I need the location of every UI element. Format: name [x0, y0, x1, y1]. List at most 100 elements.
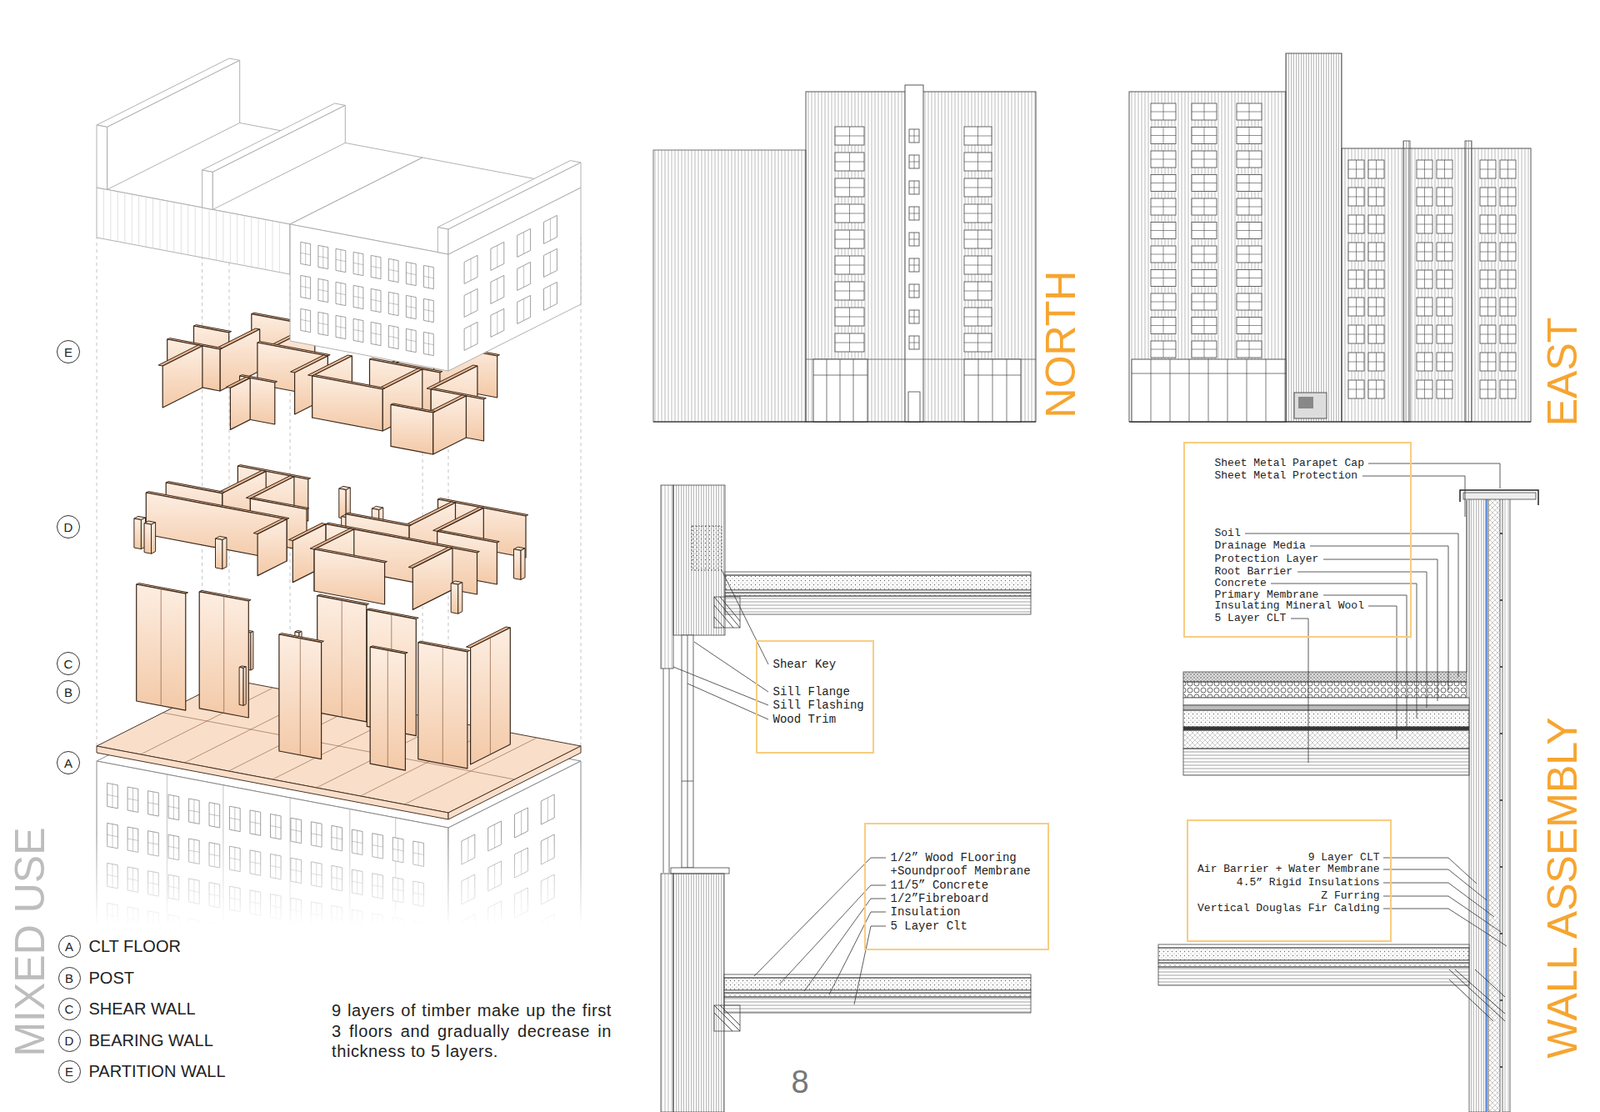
- window: [1191, 175, 1217, 192]
- east-elevation: [1131, 373, 1286, 375]
- north-elevation: [908, 391, 920, 422]
- window: [1191, 301, 1217, 303]
- window: [1368, 325, 1385, 344]
- window: [1236, 182, 1262, 184]
- window: [424, 331, 435, 355]
- storefront-mullion: [1227, 359, 1229, 422]
- window: [835, 135, 865, 137]
- window: [964, 178, 992, 197]
- timber-wall: [412, 547, 453, 610]
- floor-section-detail: [660, 485, 674, 669]
- floor-section-detail: [724, 977, 1031, 990]
- window: [318, 278, 329, 302]
- timber-wall: [442, 646, 444, 764]
- window: [1436, 334, 1453, 335]
- window: [550, 285, 551, 307]
- window: [405, 328, 416, 352]
- callout-box: 1/2” Wood FLooring +Soundproof Membrane1…: [864, 822, 1050, 950]
- window: [835, 281, 865, 300]
- floor-section-detail: [660, 485, 1031, 1112]
- legend-label: BEARING WALL: [89, 1031, 214, 1049]
- east-elevation: [1131, 359, 1286, 422]
- window: [1436, 215, 1453, 234]
- window: [1480, 215, 1496, 234]
- roof-volume: [131, 194, 133, 245]
- window: [318, 311, 329, 335]
- window: [405, 261, 416, 285]
- window: [1416, 334, 1433, 335]
- window: [1368, 160, 1385, 179]
- window: [1191, 270, 1217, 287]
- window: [370, 255, 381, 279]
- roof-wall-detail: [1183, 681, 1467, 698]
- window: [370, 299, 381, 301]
- window: [1150, 222, 1176, 240]
- roof-wall-detail: [1485, 497, 1487, 1112]
- callout-letter: B: [65, 971, 74, 985]
- window: [1236, 103, 1262, 120]
- window: [353, 251, 364, 275]
- window: [1500, 389, 1516, 390]
- window: [1150, 340, 1176, 358]
- callout-letter: C: [65, 1002, 75, 1015]
- timber-post: [520, 548, 525, 580]
- roof-wall-detail: [1183, 671, 1467, 682]
- roof-volume: [138, 195, 140, 246]
- window: [517, 295, 531, 324]
- window: [1191, 159, 1217, 160]
- roof-volume: [448, 162, 581, 255]
- timber-post: [450, 583, 459, 615]
- window: [470, 258, 472, 280]
- callout-box: Sheet Metal Parapet CapSheet Metal Prote…: [1183, 441, 1412, 638]
- window: [1500, 187, 1516, 206]
- window: [1368, 169, 1385, 170]
- roof-volume: [250, 216, 252, 267]
- leader-line: [804, 898, 886, 991]
- window: [1150, 135, 1176, 136]
- callout-text: Soil: [1215, 527, 1241, 540]
- window: [270, 825, 282, 828]
- window: [1436, 389, 1453, 390]
- timber-wall: [136, 584, 186, 710]
- window: [835, 333, 865, 352]
- window: [1416, 215, 1433, 234]
- window: [540, 794, 555, 825]
- window: [1348, 196, 1365, 198]
- roof-volume: [212, 105, 345, 210]
- window: [1150, 103, 1516, 422]
- roof-wall-detail: [1460, 490, 1539, 505]
- window: [835, 126, 865, 145]
- roof-volume: [166, 200, 168, 251]
- leader-line: [1290, 618, 1309, 763]
- callout-text: 11/5” Concrete: [890, 878, 990, 892]
- legend-label: PARTITION WALL: [89, 1062, 226, 1080]
- window: [148, 802, 160, 805]
- window: [835, 187, 865, 189]
- floor-section-detail: [660, 873, 674, 1112]
- note-text: 9 layers of timber make up the first 3 f…: [331, 1000, 612, 1062]
- window: [1236, 159, 1262, 160]
- window: [189, 798, 200, 824]
- window: [230, 805, 241, 831]
- window: [909, 161, 920, 163]
- window: [424, 342, 435, 345]
- window: [964, 126, 992, 145]
- window: [335, 292, 346, 295]
- window: [1236, 277, 1262, 279]
- floor-section-detail: [724, 974, 1031, 978]
- north-elevation: [653, 420, 1036, 422]
- window: [909, 187, 920, 189]
- roof-volume: [96, 125, 108, 190]
- window: [1191, 103, 1217, 120]
- timber-post: [151, 522, 156, 555]
- window: [1436, 306, 1453, 308]
- window: [464, 288, 478, 317]
- floor-section-detail: [691, 525, 722, 570]
- window: [1236, 175, 1262, 192]
- window: [1436, 325, 1453, 344]
- roof-volume: [437, 227, 449, 255]
- window: [1500, 242, 1516, 261]
- page-number: 8: [790, 1065, 809, 1098]
- floor-section-detail: [724, 992, 1031, 997]
- window: [1236, 317, 1262, 335]
